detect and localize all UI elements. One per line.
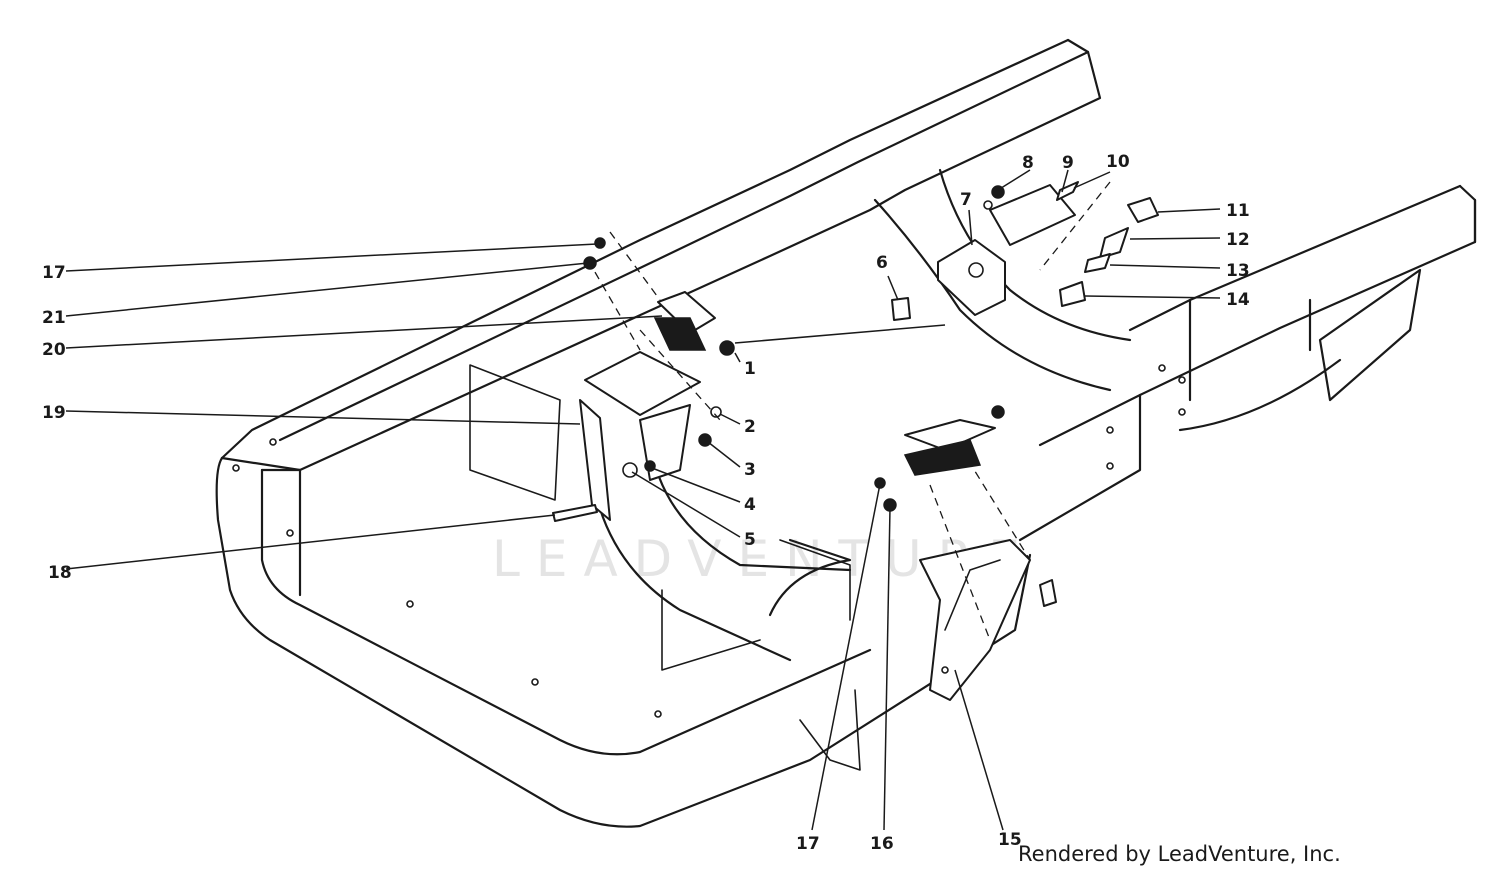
callout-17-left: 17 (42, 263, 66, 283)
callout-labels: 17 21 20 19 18 1 2 3 4 5 6 7 8 9 10 11 1… (42, 152, 1250, 854)
callout-20: 20 (42, 340, 66, 360)
callout-10: 10 (1106, 152, 1130, 172)
assembly-guides (587, 181, 1111, 641)
callout-16: 16 (870, 834, 894, 854)
callout-5: 5 (744, 530, 756, 550)
callout-15: 15 (998, 830, 1022, 850)
callout-8: 8 (1022, 153, 1034, 173)
callout-19: 19 (42, 403, 66, 423)
callout-9: 9 (1062, 153, 1074, 173)
rendered-by-credit: Rendered by LeadVenture, Inc. (1018, 842, 1341, 866)
callout-21: 21 (42, 308, 66, 328)
rear-mount-assembly (891, 181, 1159, 321)
callout-2: 2 (744, 417, 756, 437)
callout-14: 14 (1226, 290, 1250, 310)
callout-3: 3 (744, 460, 756, 480)
callout-6: 6 (876, 253, 888, 273)
callout-1: 1 (744, 359, 756, 379)
callout-4: 4 (744, 495, 756, 515)
callout-18: 18 (48, 563, 72, 583)
callout-11: 11 (1226, 201, 1250, 221)
left-mount-assembly (552, 237, 735, 522)
callout-12: 12 (1226, 230, 1250, 250)
callout-17-bottom: 17 (796, 834, 820, 854)
chassis-frame (215, 38, 1477, 828)
leader-lines (65, 169, 1221, 831)
callout-7: 7 (960, 190, 972, 210)
callout-13: 13 (1226, 261, 1250, 281)
center-mount-assembly (874, 405, 1057, 701)
